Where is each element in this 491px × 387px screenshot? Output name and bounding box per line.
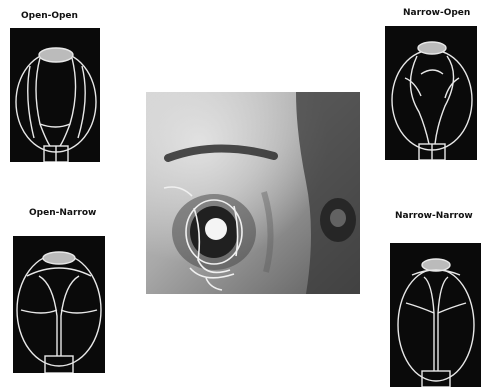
label-narrow-open: Narrow-Open (403, 8, 470, 18)
label-open-narrow: Open-Narrow (29, 208, 96, 218)
panel-narrow-open (385, 26, 477, 160)
label-narrow-narrow: Narrow-Narrow (395, 211, 473, 221)
face-photo-image (146, 92, 360, 294)
face-photo (146, 92, 360, 294)
eye-contour-narrow-narrow (390, 243, 481, 387)
label-open-open: Open-Open (21, 11, 78, 21)
panel-open-open (10, 28, 100, 162)
panel-open-narrow (13, 236, 105, 373)
eye-contour-open-narrow (13, 236, 105, 373)
eye-contour-narrow-open (385, 26, 477, 160)
panel-narrow-narrow (390, 243, 481, 387)
eye-contour-open-open (10, 28, 100, 162)
